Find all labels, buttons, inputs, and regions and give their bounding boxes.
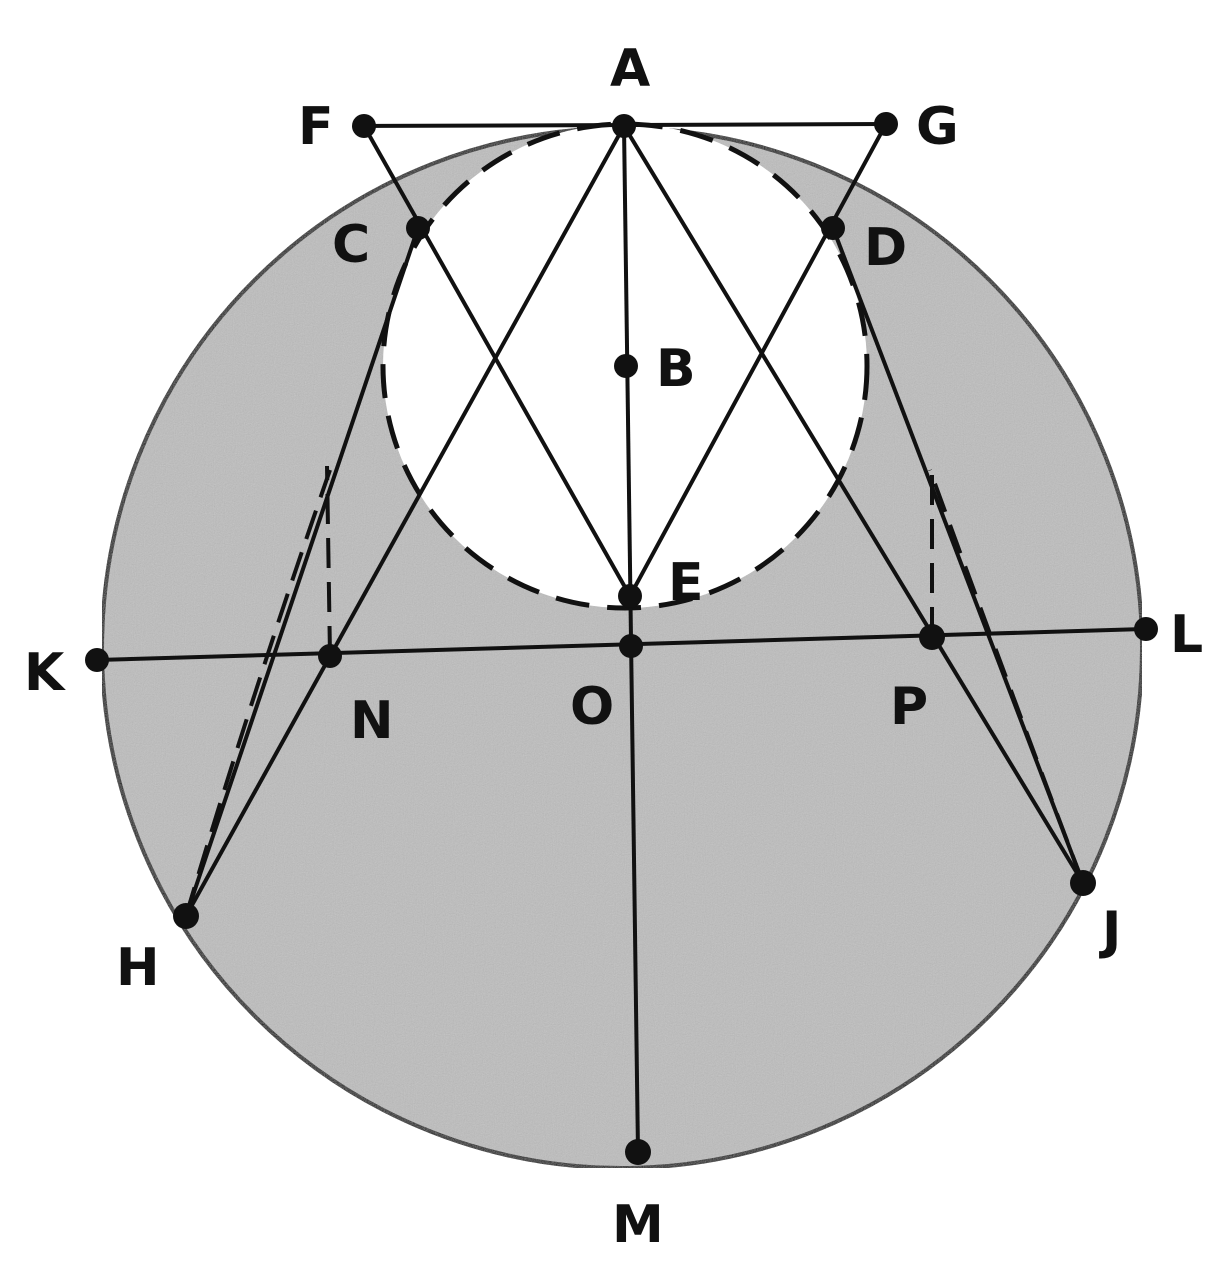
label-G: G <box>916 97 959 157</box>
label-C: C <box>332 215 370 275</box>
line-GE <box>628 123 888 597</box>
dot-G <box>874 112 898 136</box>
dot-M <box>625 1139 651 1165</box>
label-D: D <box>864 218 907 278</box>
dot-B <box>614 354 638 378</box>
dot-H <box>173 903 199 929</box>
label-L: L <box>1170 605 1203 665</box>
dot-K <box>85 648 109 672</box>
label-K: K <box>24 643 66 703</box>
dot-F <box>352 114 376 138</box>
line-FE <box>362 125 632 597</box>
dot-E <box>618 584 642 608</box>
label-O: O <box>570 677 614 737</box>
dot-C <box>406 216 430 240</box>
label-M: M <box>612 1195 664 1255</box>
dashed-construction-lines <box>184 465 1085 917</box>
dot-L <box>1134 617 1158 641</box>
dashed-line-N-up <box>325 465 332 657</box>
inner-dashed-circle <box>380 121 870 611</box>
dashed-curve-left <box>184 469 332 917</box>
label-E: E <box>668 553 704 613</box>
dot-N <box>318 644 342 668</box>
label-N: N <box>350 691 394 751</box>
dot-O <box>619 634 643 658</box>
label-P: P <box>890 677 928 737</box>
dot-P <box>919 624 945 650</box>
label-J: J <box>1099 901 1121 961</box>
line-AJ <box>622 124 1085 885</box>
dot-J <box>1070 870 1096 896</box>
line-AH <box>184 125 626 917</box>
dot-A <box>612 114 636 138</box>
label-A: A <box>610 39 650 99</box>
label-F: F <box>298 97 334 157</box>
point-dots <box>85 112 1158 1165</box>
point-labels: A B C D E F G H J K L M N O P <box>24 39 1203 1255</box>
dashed-curve-right <box>928 469 1085 884</box>
line-CH <box>184 227 420 917</box>
dot-D <box>821 216 845 240</box>
label-B: B <box>656 339 696 399</box>
label-H: H <box>116 938 160 998</box>
